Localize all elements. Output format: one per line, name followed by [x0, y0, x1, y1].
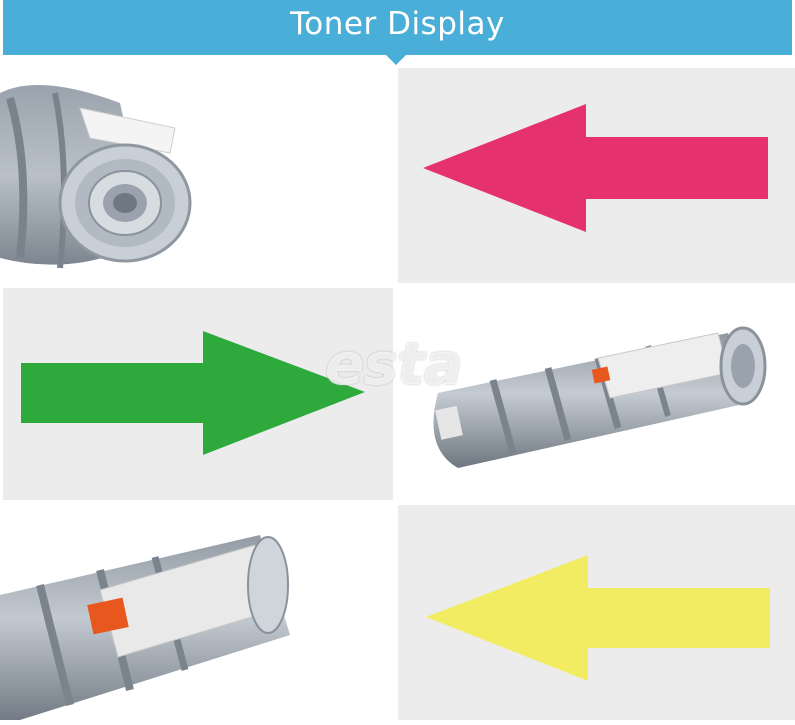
arrow-panel-pink	[398, 68, 795, 283]
toner-photo-side-view	[398, 288, 795, 500]
header-banner: Toner Display	[3, 0, 792, 55]
arrow-panel-yellow	[398, 505, 795, 720]
toner-photo-tab-view	[0, 505, 395, 725]
left-arrow-icon	[423, 104, 768, 232]
page-title: Toner Display	[290, 6, 505, 42]
toner-photo-end-view	[0, 68, 395, 283]
watermark: esta	[325, 330, 463, 398]
left-arrow-icon	[426, 555, 770, 681]
right-arrow-icon	[21, 331, 365, 455]
arrow-panel-green	[3, 288, 393, 500]
banner-pointer	[385, 54, 407, 65]
